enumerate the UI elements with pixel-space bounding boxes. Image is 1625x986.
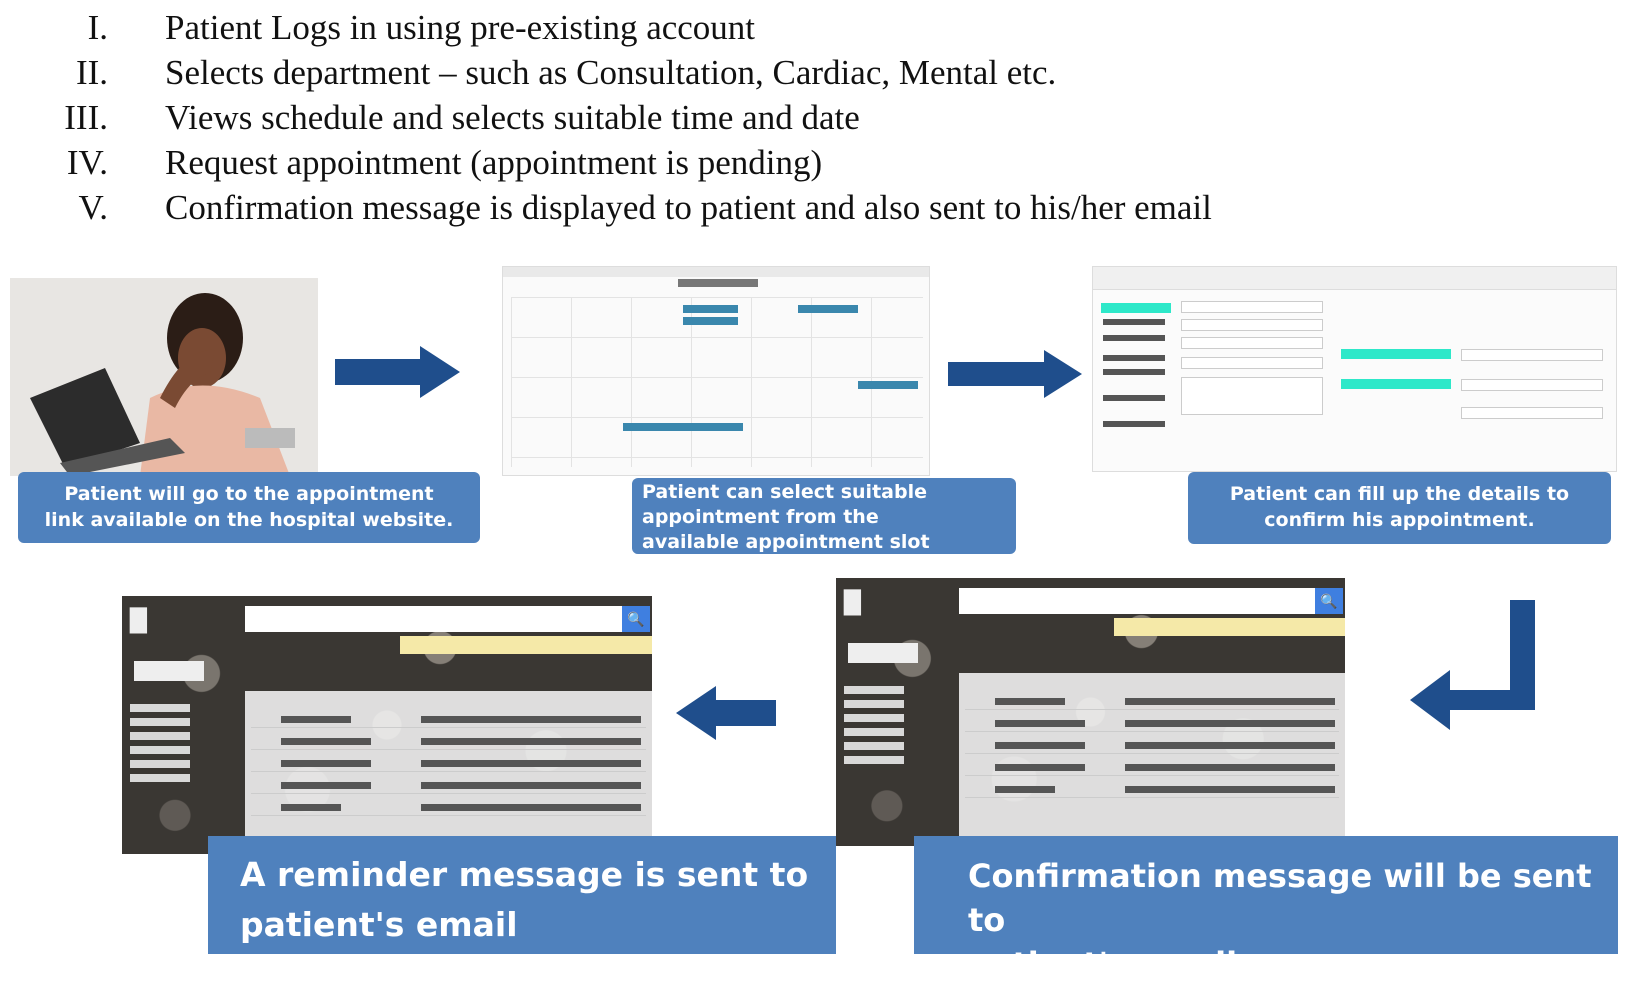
list-item bbox=[251, 777, 646, 794]
step-number: III. bbox=[0, 98, 108, 138]
calendar-event bbox=[683, 317, 738, 325]
gmail-message-list bbox=[959, 673, 1345, 846]
caption-line: Patient will go to the appointment bbox=[18, 481, 480, 507]
list-item bbox=[251, 799, 646, 816]
gmail-logo: █ bbox=[844, 590, 861, 616]
calendar-event bbox=[858, 381, 918, 389]
search-icon: 🔍 bbox=[1315, 588, 1343, 614]
arrow-left-icon bbox=[676, 686, 776, 740]
caption-form: Patient can fill up the details to confi… bbox=[1188, 472, 1611, 544]
list-item bbox=[965, 737, 1339, 754]
caption-website: Patient will go to the appointment link … bbox=[18, 472, 480, 543]
caption-reminder: A reminder message is sent to patient's … bbox=[208, 836, 836, 954]
form-label bbox=[1103, 335, 1165, 341]
step-text: Patient Logs in using pre-existing accou… bbox=[165, 8, 755, 48]
list-item bbox=[251, 755, 646, 772]
caption-line: Patient can select suitable bbox=[642, 480, 1016, 505]
form-input bbox=[1181, 319, 1323, 331]
form-label bbox=[1103, 421, 1165, 427]
gmail-inbox-screenshot: █ 🔍 bbox=[122, 596, 652, 854]
gmail-compose-button bbox=[134, 661, 204, 681]
form-label bbox=[1103, 395, 1165, 401]
arrow-right-icon bbox=[948, 350, 1082, 398]
gmail-notice-bar bbox=[400, 636, 652, 654]
step-text: Selects department – such as Consultatio… bbox=[165, 53, 1056, 93]
form-highlight bbox=[1341, 349, 1451, 359]
gmail-search-bar bbox=[959, 588, 1315, 614]
form-label bbox=[1103, 355, 1165, 361]
form-input bbox=[1461, 407, 1603, 419]
caption-line: link available on the hospital website. bbox=[18, 507, 480, 533]
step-text: Confirmation message is displayed to pat… bbox=[165, 188, 1212, 228]
list-item bbox=[965, 759, 1339, 776]
caption-calendar: Patient can select suitable appointment … bbox=[632, 478, 1016, 554]
step-text: Views schedule and selects suitable time… bbox=[165, 98, 860, 138]
form-highlight bbox=[1101, 303, 1171, 313]
caption-line: Confirmation message will be sent to bbox=[968, 854, 1618, 942]
form-input bbox=[1461, 379, 1603, 391]
form-tabs bbox=[1093, 267, 1616, 290]
step-1: I. Patient Logs in using pre-existing ac… bbox=[0, 8, 1400, 54]
step-number: II. bbox=[0, 53, 108, 93]
caption-line: A reminder message is sent to bbox=[240, 850, 836, 900]
gmail-notice-bar bbox=[1114, 618, 1345, 636]
step-5: V. Confirmation message is displayed to … bbox=[0, 188, 1400, 234]
list-item bbox=[251, 733, 646, 750]
patient-illustration bbox=[10, 278, 318, 476]
arrow-down-left-icon bbox=[1410, 600, 1535, 730]
list-item bbox=[965, 715, 1339, 732]
calendar-event bbox=[623, 423, 743, 431]
caption-line: patient's email bbox=[968, 942, 1618, 986]
form-label bbox=[1103, 319, 1165, 325]
step-3: III. Views schedule and selects suitable… bbox=[0, 98, 1400, 144]
gmail-sidebar bbox=[844, 680, 904, 770]
gmail-sidebar bbox=[130, 698, 190, 788]
appointment-form-screenshot bbox=[1092, 266, 1617, 472]
form-label bbox=[1103, 369, 1165, 375]
calendar-toolbar bbox=[503, 267, 929, 277]
gmail-search-bar bbox=[245, 606, 622, 632]
form-highlight bbox=[1341, 379, 1451, 389]
calendar-event bbox=[683, 305, 738, 313]
form-input bbox=[1181, 357, 1323, 369]
step-text: Request appointment (appointment is pend… bbox=[165, 143, 822, 183]
form-input bbox=[1181, 301, 1323, 313]
list-item bbox=[965, 693, 1339, 710]
list-item bbox=[965, 781, 1339, 798]
caption-line: confirm his appointment. bbox=[1188, 507, 1611, 533]
caption-line: Patient can fill up the details to bbox=[1188, 481, 1611, 507]
list-item bbox=[251, 711, 646, 728]
step-2: II. Selects department – such as Consult… bbox=[0, 53, 1400, 99]
form-textarea bbox=[1181, 377, 1323, 415]
caption-line: appointment from the bbox=[642, 505, 1016, 530]
caption-line: available appointment slot bbox=[642, 530, 1016, 555]
calendar-month-title bbox=[678, 279, 758, 287]
arrow-right-icon bbox=[335, 346, 460, 398]
patient-laptop-image bbox=[10, 278, 318, 476]
gmail-message-list bbox=[245, 691, 652, 854]
step-number: IV. bbox=[0, 143, 108, 183]
gmail-inbox-screenshot: █ 🔍 bbox=[836, 578, 1345, 846]
search-icon: 🔍 bbox=[622, 606, 650, 632]
gmail-compose-button bbox=[848, 643, 918, 663]
caption-line: patient's email bbox=[240, 900, 836, 950]
step-4: IV. Request appointment (appointment is … bbox=[0, 143, 1400, 189]
caption-confirmation: Confirmation message will be sent to pat… bbox=[914, 836, 1618, 954]
gmail-logo: █ bbox=[130, 608, 147, 634]
step-number: V. bbox=[0, 188, 108, 228]
calendar-screenshot bbox=[502, 266, 930, 476]
form-input bbox=[1181, 337, 1323, 349]
form-input bbox=[1461, 349, 1603, 361]
step-number: I. bbox=[0, 8, 108, 48]
calendar-event bbox=[798, 305, 858, 313]
